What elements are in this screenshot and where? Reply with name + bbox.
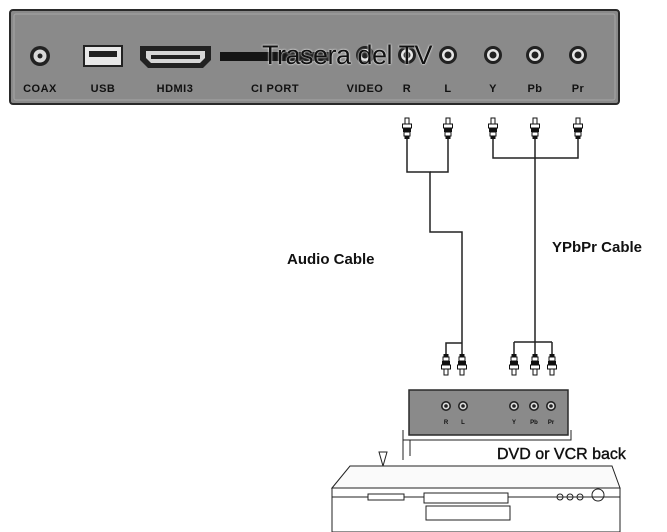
tv-port-labels: COAX USB HDMI3 CI PORT VIDEO R L Y Pb Pr bbox=[23, 83, 584, 95]
port-label-coax: COAX bbox=[23, 83, 57, 95]
port-label-l: L bbox=[444, 83, 451, 95]
device-label-l: L bbox=[461, 420, 465, 426]
ci-slot-icon bbox=[220, 52, 330, 61]
ypbpr-cable bbox=[492, 138, 579, 354]
device-back-panel bbox=[402, 389, 572, 460]
port-label-ci-port: CI PORT bbox=[251, 83, 299, 95]
audio-top-plugs bbox=[402, 117, 453, 140]
audio-cable-label: Audio Cable bbox=[287, 251, 375, 268]
port-label-pb: Pb bbox=[527, 83, 542, 95]
device-caption: DVD or VCR back bbox=[497, 446, 626, 463]
dvd-player-illustration bbox=[330, 465, 621, 532]
coax-jack-icon bbox=[30, 46, 50, 66]
port-label-pr: Pr bbox=[572, 83, 585, 95]
audio-bottom-plugs bbox=[441, 353, 467, 376]
ypbpr-cable-label: YPbPr Cable bbox=[552, 239, 643, 256]
audio-cable bbox=[406, 138, 463, 354]
device-jack-labels: R L Y Pb Pr bbox=[444, 420, 555, 426]
device-label-r: R bbox=[444, 420, 449, 426]
ypbpr-top-plugs bbox=[488, 117, 583, 140]
pointer-arrow bbox=[378, 451, 388, 468]
device-label-pr: Pr bbox=[548, 420, 555, 426]
device-label-pb: Pb bbox=[530, 420, 538, 426]
ypbpr-bottom-plugs bbox=[509, 353, 557, 376]
overlay-title: Trasera del TV bbox=[262, 40, 433, 70]
port-label-usb: USB bbox=[91, 83, 116, 95]
port-label-r: R bbox=[403, 83, 411, 95]
usb-port-icon bbox=[83, 45, 123, 67]
port-label-video: VIDEO bbox=[347, 83, 384, 95]
hdmi-port-icon bbox=[140, 46, 211, 68]
port-label-hdmi3: HDMI3 bbox=[157, 83, 194, 95]
port-label-y: Y bbox=[489, 83, 497, 95]
device-label-y: Y bbox=[512, 420, 516, 426]
